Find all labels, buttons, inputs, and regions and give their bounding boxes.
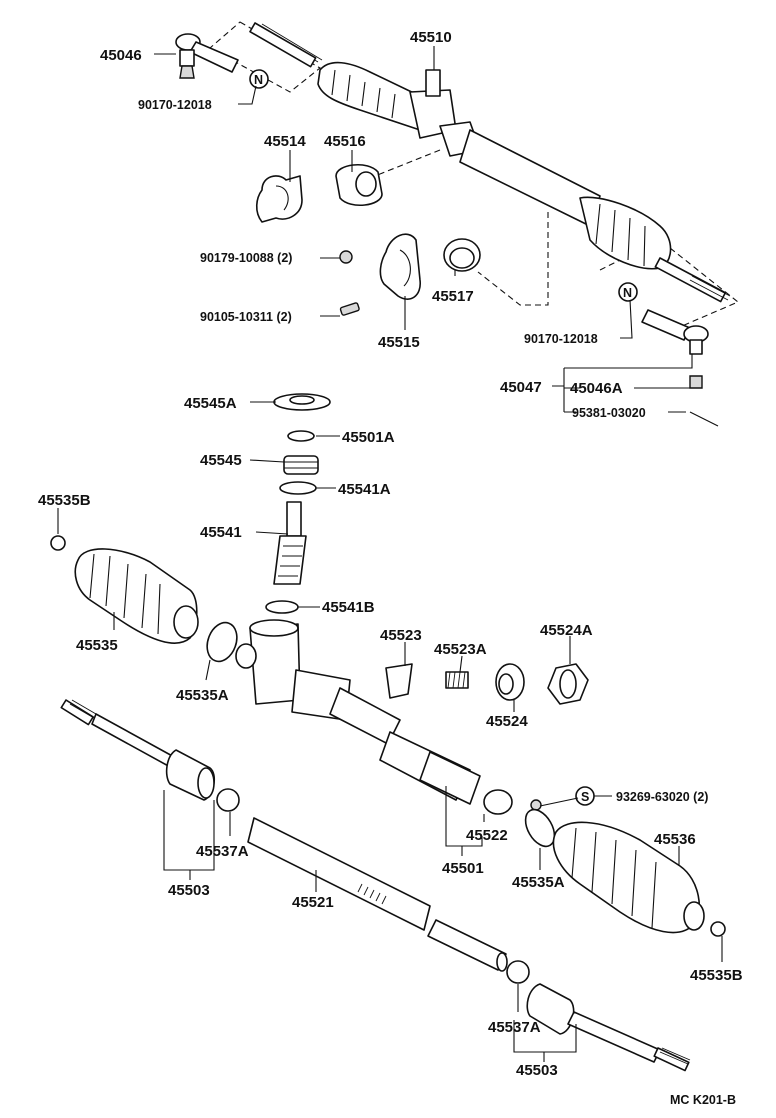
label-45541A: 45541A (338, 481, 391, 498)
label-45537A-right: 45537A (488, 1019, 541, 1036)
label-45541B: 45541B (322, 599, 375, 616)
label-45503-left: 45503 (168, 882, 210, 899)
badge-s: S (581, 790, 589, 804)
clamp-45535A-right (524, 808, 556, 848)
label-45046: 45046 (100, 47, 142, 64)
screw-93269 (530, 799, 542, 811)
rack-45521 (247, 817, 508, 972)
upper-rack-assembly (209, 21, 740, 333)
label-45503-right: 45503 (516, 1062, 558, 1079)
label-45501: 45501 (442, 860, 484, 877)
label-45524: 45524 (486, 713, 528, 730)
label-90170-12018-top: 90170-12018 (138, 98, 212, 112)
badge-n-top: N (254, 73, 263, 87)
tie-rod-end-left (175, 33, 239, 79)
pinion-45541 (273, 501, 307, 585)
pinion-stack (265, 393, 331, 614)
bracket-45515 (379, 233, 421, 300)
label-45524A: 45524A (540, 622, 593, 639)
boot-45536-right (552, 821, 705, 934)
label-45535B-right: 45535B (690, 967, 743, 984)
lock-nut-badge-right (618, 282, 638, 302)
bearing-45541A (279, 481, 317, 495)
label-45535: 45535 (76, 637, 118, 654)
bracket-45514 (255, 175, 303, 223)
spring-45523A (445, 671, 469, 689)
label-45517: 45517 (432, 288, 474, 305)
plug-45545 (283, 455, 319, 475)
stopper-45522 (483, 789, 513, 815)
clip-45535B-right (710, 921, 726, 937)
label-90170-12018-right: 90170-12018 (524, 332, 598, 346)
label-45046A: 45046A (570, 380, 623, 397)
label-45510: 45510 (410, 29, 452, 46)
part-labels: 45046 90170-12018 45510 45514 45516 9017… (38, 29, 743, 1107)
badge-n-right: N (623, 286, 632, 300)
label-45515: 45515 (378, 334, 420, 351)
label-45537A-left: 45537A (196, 843, 249, 860)
lock-nut-badge-top (249, 69, 269, 89)
bolt-90179 (339, 250, 353, 264)
label-45535A-left: 45535A (176, 687, 229, 704)
lock-washer-45537A-left (216, 788, 240, 812)
label-45536: 45536 (654, 831, 696, 848)
label-93269-63020: 93269-63020 (2) (616, 790, 708, 804)
rack-guide-45523 (385, 663, 413, 699)
rack-housing (235, 619, 481, 805)
label-45545: 45545 (200, 452, 242, 469)
bolt-90105 (339, 302, 360, 316)
tie-rod-45503-right (526, 983, 691, 1072)
clamp-45535A-left (206, 621, 238, 663)
label-45535A-right: 45535A (512, 874, 565, 891)
washer-45501A (287, 430, 315, 442)
label-45514: 45514 (264, 133, 306, 150)
label-45523: 45523 (380, 627, 422, 644)
bush-45517 (443, 238, 481, 272)
boot-45535-left (74, 548, 199, 644)
label-90105-10311: 90105-10311 (2) (200, 310, 292, 324)
diagram-code: MC K201-B (670, 1093, 736, 1107)
label-95381-03020: 95381-03020 (572, 406, 646, 420)
adjusting-screw-45524 (495, 663, 525, 701)
clip-45535B-left (50, 535, 66, 551)
label-45523A: 45523A (434, 641, 487, 658)
label-45047: 45047 (500, 379, 542, 396)
bearing-45541B (265, 600, 299, 614)
label-45501A: 45501A (342, 429, 395, 446)
lock-nut-45524A (547, 663, 589, 705)
badge-letters: N N S (254, 73, 632, 804)
label-45541: 45541 (200, 524, 242, 541)
tie-rod-end-right (641, 309, 719, 427)
leader-lines (57, 46, 723, 1062)
label-45516: 45516 (324, 133, 366, 150)
label-45521: 45521 (292, 894, 334, 911)
tie-rod-45503-left (60, 699, 216, 801)
label-45535B-left: 45535B (38, 492, 91, 509)
bush-45516 (335, 164, 383, 206)
label-90179-10088: 90179-10088 (2) (200, 251, 292, 265)
label-45545A: 45545A (184, 395, 237, 412)
lock-washer-45537A-right (506, 960, 530, 984)
label-45522: 45522 (466, 827, 508, 844)
